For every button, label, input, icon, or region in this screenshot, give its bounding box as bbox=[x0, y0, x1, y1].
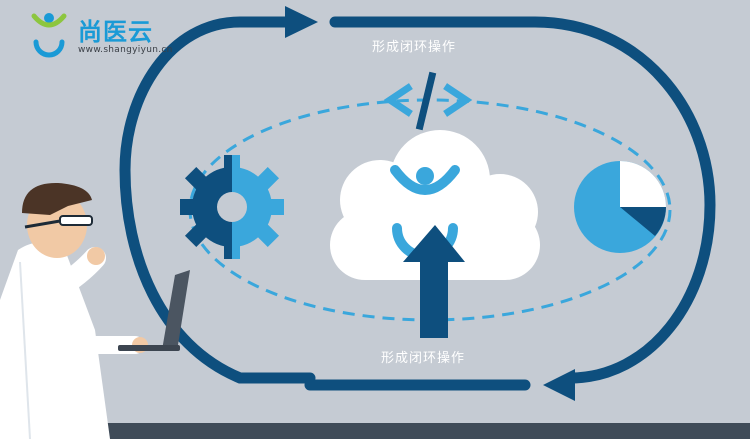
loop-arrow-right-head bbox=[285, 6, 318, 38]
outer-loop-right-arc bbox=[329, 16, 716, 384]
thinking-person-illustration bbox=[0, 182, 148, 439]
loop-label-top: 形成闭环操作 bbox=[372, 40, 457, 55]
outer-loop bbox=[119, 16, 716, 391]
pie-chart-icon bbox=[574, 161, 666, 253]
brand-url: www.shangyiyun.cn bbox=[78, 45, 173, 55]
loop-arrow-left-head bbox=[543, 369, 575, 401]
brand-name: 尚医云 bbox=[78, 18, 153, 46]
laptop-icon bbox=[118, 270, 190, 351]
brand-logo-mark bbox=[31, 13, 67, 58]
floor-strip bbox=[0, 423, 750, 439]
gear-icon bbox=[180, 155, 284, 259]
brand-logo[interactable]: 尚医云 www.shangyiyun.cn bbox=[28, 8, 178, 68]
upload-arrow-icon bbox=[403, 225, 465, 338]
loop-label-bottom: 形成闭环操作 bbox=[381, 351, 466, 366]
code-brackets-icon bbox=[383, 71, 473, 131]
outer-loop-left-arc bbox=[119, 16, 316, 384]
